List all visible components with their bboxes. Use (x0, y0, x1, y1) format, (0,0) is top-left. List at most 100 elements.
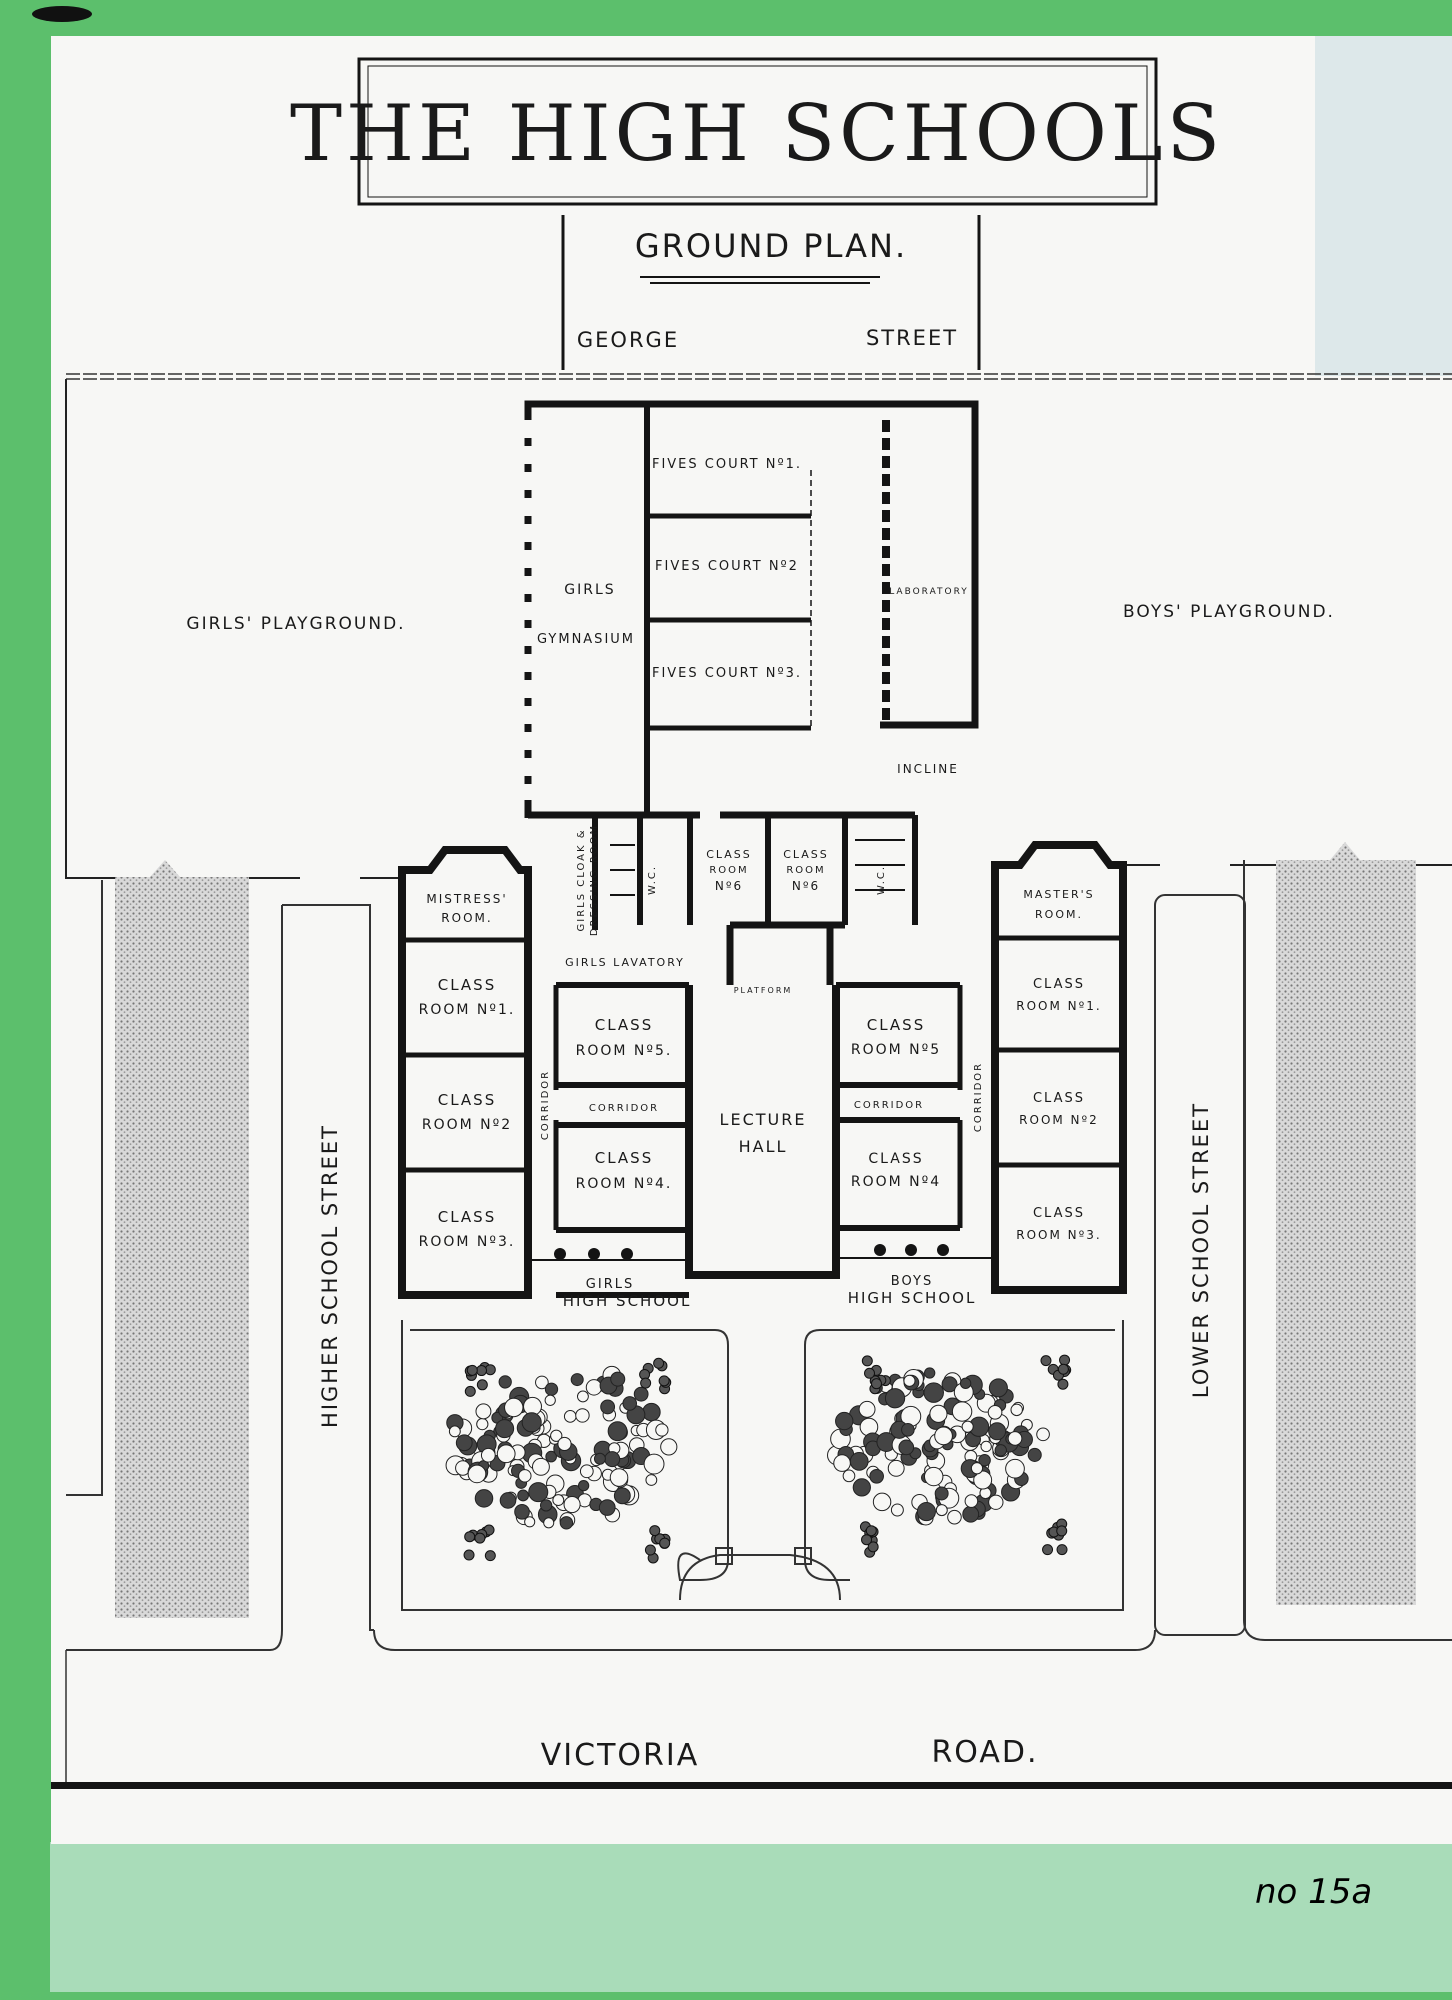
girls-playground-label: GIRLS' PLAYGROUND. (186, 614, 405, 634)
shrub (598, 1499, 616, 1516)
street-label-street: STREET (866, 326, 958, 350)
incline-label: INCLINE (897, 762, 959, 776)
shrub (577, 1479, 590, 1492)
shrub (448, 1425, 461, 1438)
tree (474, 1532, 486, 1544)
tree (649, 1525, 661, 1537)
shrub (645, 1474, 658, 1486)
girls-class-1-label-1: CLASS (438, 976, 496, 994)
shrub (642, 1402, 661, 1422)
shrub (517, 1489, 529, 1502)
boys-playground-label: BOYS' PLAYGROUND. (1123, 602, 1335, 622)
mistress-room-label-1: MISTRESS' (426, 892, 507, 906)
masters-room-label-1: MASTER'S (1023, 888, 1094, 901)
shrub (947, 1509, 962, 1525)
shrub (544, 1394, 556, 1406)
shrub (964, 1494, 979, 1508)
shrub (550, 1429, 563, 1442)
shrub (535, 1375, 549, 1390)
higher-school-street-label: HIGHER SCHOOL STREET (318, 1124, 342, 1428)
street-label-george: GEORGE (577, 328, 679, 352)
shrub (476, 1417, 489, 1431)
shrub (1027, 1447, 1042, 1462)
girls-class-1-label-2: ROOM Nº1. (419, 1002, 516, 1018)
shrub (613, 1487, 631, 1505)
shrub (467, 1464, 487, 1484)
tree (861, 1355, 873, 1367)
tree (644, 1544, 656, 1556)
girls-class-4-label-1: CLASS (595, 1149, 653, 1167)
girls-class-5-label-1: CLASS (595, 1016, 653, 1034)
shrub (973, 1470, 993, 1490)
shrub (518, 1469, 532, 1483)
shrub (833, 1454, 851, 1472)
title-box (357, 57, 1158, 206)
shrub (898, 1439, 915, 1456)
shrub (474, 1489, 494, 1508)
tree (463, 1549, 475, 1561)
lower-school-street-label: LOWER SCHOOL STREET (1189, 1102, 1213, 1398)
paper-tint (1315, 36, 1452, 376)
shrub (559, 1516, 574, 1530)
tree (864, 1367, 876, 1379)
ink-blot (32, 6, 92, 22)
shrub (622, 1396, 638, 1411)
corridor-left-vertical-label: CORRIDOR (540, 1070, 551, 1140)
victoria-label: VICTORIA (541, 1738, 699, 1773)
front-block-walls (398, 841, 1127, 1299)
shrub (514, 1504, 530, 1520)
shrub (604, 1451, 621, 1468)
tree (476, 1379, 488, 1391)
subtitle-box (561, 215, 981, 370)
tree (1042, 1544, 1054, 1556)
boys-class-4-label-2: ROOM Nº4 (851, 1174, 941, 1190)
tree (466, 1364, 478, 1376)
tree (861, 1534, 873, 1546)
shrub (593, 1452, 606, 1465)
boys-class-1-label-1: CLASS (1033, 977, 1085, 992)
girls-class-3-label-1: CLASS (438, 1208, 496, 1226)
shrub (643, 1453, 665, 1475)
girls-high-school-label-1: GIRLS (586, 1277, 634, 1292)
shrub (585, 1379, 603, 1396)
tree (464, 1385, 476, 1397)
shrub (557, 1436, 572, 1452)
shrub (495, 1419, 515, 1439)
shrub (1036, 1427, 1050, 1442)
shrub (929, 1404, 948, 1423)
shrub (987, 1404, 1003, 1420)
garden-road-edge (373, 1629, 1156, 1651)
shrub (579, 1464, 594, 1479)
shrub (521, 1412, 542, 1433)
girls-class-5-label-2: ROOM Nº5. (576, 1043, 673, 1059)
boys-class-5-label-2: ROOM Nº5 (851, 1042, 941, 1058)
tree (1057, 1363, 1069, 1375)
shrub (923, 1382, 944, 1403)
shrub (994, 1444, 1007, 1457)
shrub (504, 1397, 524, 1418)
tree (867, 1541, 879, 1553)
tree (1056, 1544, 1068, 1556)
class-room-6a-label-1: CLASS (706, 848, 752, 861)
shrub (978, 1454, 991, 1467)
girls-gymnasium-label: GIRLS (564, 582, 615, 598)
girls-class-2-label-1: CLASS (438, 1091, 496, 1109)
shrub (951, 1401, 973, 1422)
boys-class-3-label-1: CLASS (1033, 1206, 1085, 1221)
laboratory-label: LABORATORY (889, 587, 969, 597)
tree (658, 1375, 670, 1387)
class-room-6b-label-3: Nº6 (792, 879, 820, 893)
garden-trees (445, 1354, 1072, 1564)
shrub (988, 1422, 1007, 1441)
girls-lavatory-label: GIRLS LAVATORY (565, 956, 685, 969)
road-label: ROAD. (931, 1735, 1038, 1770)
shrub (545, 1450, 557, 1463)
shrub (499, 1492, 517, 1509)
fives-court-3-label: FIVES COURT Nº3. (652, 666, 802, 681)
handwritten-annotation: no 15a (1255, 1872, 1373, 1912)
shrub (903, 1374, 916, 1387)
mount-strip (50, 1842, 1452, 1992)
shrub (835, 1411, 854, 1431)
shrub (890, 1503, 904, 1517)
girls-class-4-label-2: ROOM Nº4. (576, 1176, 673, 1192)
